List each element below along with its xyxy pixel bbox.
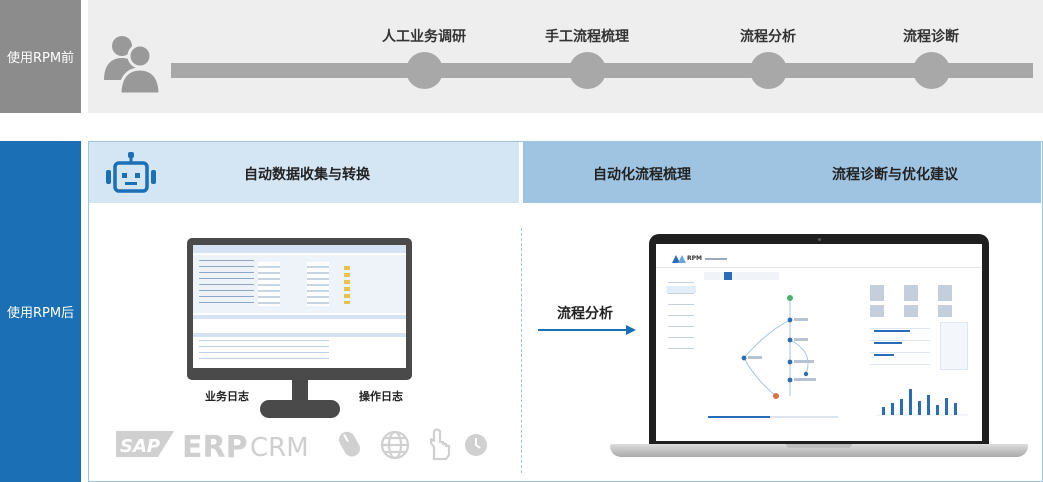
timeline-node <box>913 52 950 89</box>
variant-bar <box>874 330 910 332</box>
timeline-slider-fill <box>708 416 770 418</box>
sidebar-active <box>666 286 696 293</box>
filter-bar <box>704 272 779 280</box>
timeline-node <box>406 52 443 89</box>
form-rows <box>199 340 329 362</box>
stats-row <box>870 285 970 301</box>
caption-business-log: 业务日志 <box>205 390 249 403</box>
header-left-title: 自动数据收集与转换 <box>244 167 370 183</box>
clock-icon <box>465 434 487 456</box>
users-icon <box>104 36 162 96</box>
monitor-base <box>260 400 340 418</box>
laptop-brand: RPM <box>687 255 702 262</box>
duration-bar-chart <box>876 389 968 416</box>
right-arrow-icon <box>538 325 636 335</box>
stats-row <box>870 305 970 317</box>
mouse-icon <box>339 431 360 457</box>
rpm-logo-icon <box>672 255 686 263</box>
after-rpm-label: 使用RPM后 <box>0 141 81 482</box>
timeline-node <box>750 52 787 89</box>
timeline-slider-track <box>708 416 838 418</box>
arrow-label: 流程分析 <box>557 306 613 322</box>
header-right-title-1: 自动化流程梳理 <box>593 167 691 183</box>
globe-icon <box>380 430 410 460</box>
screen-divider <box>656 267 982 268</box>
stage-label: 流程诊断 <box>903 29 959 45</box>
laptop-camera <box>818 238 821 241</box>
erp-logo-icon: ERP <box>182 430 248 461</box>
form-labels <box>199 260 254 308</box>
before-rpm-label: 使用RPM前 <box>0 0 81 113</box>
stage-label: 人工业务调研 <box>382 29 466 45</box>
sap-logo-icon: SAP <box>116 431 174 457</box>
timeline-node <box>569 52 606 89</box>
stage-label: 流程分析 <box>740 29 796 45</box>
robot-icon <box>106 152 156 193</box>
divider <box>521 228 522 473</box>
section-divider <box>193 333 406 337</box>
svg-text:SAP: SAP <box>120 436 160 457</box>
variant-bar <box>874 354 894 356</box>
section-divider <box>193 315 406 319</box>
screen-toolbar <box>193 245 406 253</box>
header-left <box>89 142 519 203</box>
hand-pointer-icon <box>429 428 451 461</box>
variant-list <box>870 322 930 368</box>
process-flow-graph <box>741 295 816 399</box>
filter-active <box>724 272 732 280</box>
nav-items <box>705 258 727 260</box>
laptop-notch <box>786 444 852 448</box>
source-icons: SAP ERP CRM <box>116 428 487 461</box>
before-rpm-panel <box>88 0 1043 113</box>
form-fields <box>307 262 329 306</box>
crm-logo-icon: CRM <box>250 433 309 461</box>
laptop-base <box>610 444 1028 457</box>
caption-operation-log: 操作日志 <box>359 390 403 403</box>
monitor-neck <box>292 380 308 402</box>
header-right <box>523 142 1041 203</box>
variant-bar <box>874 342 902 344</box>
header-right-title-2: 流程诊断与优化建议 <box>832 167 958 183</box>
dropdown-panel <box>940 322 968 370</box>
form-buttons <box>344 266 350 304</box>
form-fields <box>258 262 280 306</box>
stage-label: 手工流程梳理 <box>545 29 629 45</box>
